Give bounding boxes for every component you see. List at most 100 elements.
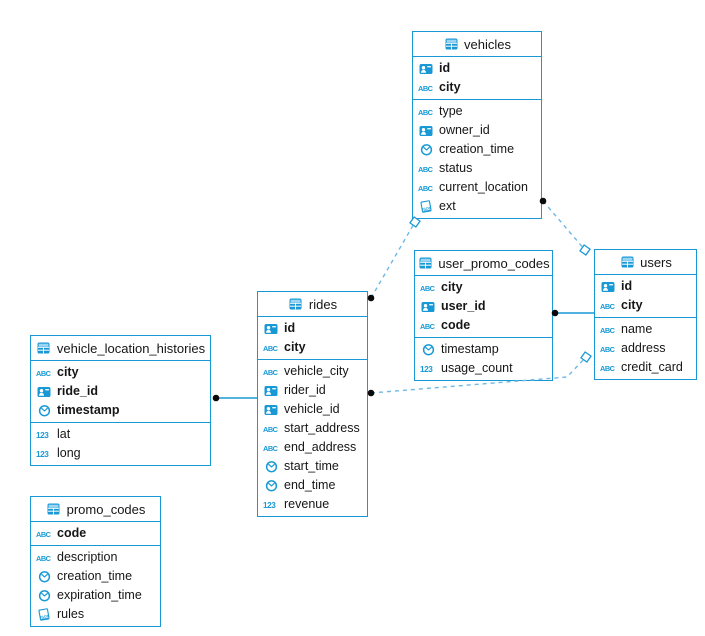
- table-grid-icon: [36, 342, 52, 354]
- field-name: rider_id: [284, 383, 326, 398]
- table-grid-icon: [288, 298, 304, 310]
- svg-text:ABC: ABC: [263, 444, 279, 453]
- svg-text:ABC: ABC: [600, 326, 616, 335]
- uuid-badge-icon: [263, 404, 279, 416]
- vehicles-field-owner_id[interactable]: owner_id: [413, 121, 541, 140]
- users-field-id[interactable]: id: [595, 277, 696, 296]
- vehicles-field-status[interactable]: ABC status: [413, 159, 541, 178]
- rides-field-id[interactable]: id: [258, 319, 367, 338]
- table-header-vehicles[interactable]: vehicles: [413, 32, 541, 57]
- table-header-user_promo_codes[interactable]: user_promo_codes: [415, 251, 552, 276]
- rides-field-end_address[interactable]: ABC end_address: [258, 438, 367, 457]
- table-title: user_promo_codes: [438, 255, 550, 271]
- promo_codes-field-expiration_time[interactable]: expiration_time: [31, 586, 160, 605]
- text-abc-icon: ABC: [600, 343, 616, 354]
- relationship-rides-to-vehicles[interactable]: [370, 221, 416, 299]
- rides-field-start_time[interactable]: start_time: [258, 457, 367, 476]
- field-name: name: [621, 322, 653, 337]
- uuid-badge-icon: [418, 63, 434, 75]
- relationship-rides-to-users[interactable]: [370, 356, 587, 394]
- text-abc-icon: ABC: [263, 366, 279, 377]
- user_promo_codes-field-user_id[interactable]: user_id: [415, 297, 552, 316]
- number-123-icon: 123: [263, 499, 279, 510]
- clock-icon: [418, 143, 434, 156]
- text-abc-icon: ABC: [418, 163, 434, 174]
- uuid-badge-icon: [36, 386, 52, 398]
- table-header-rides[interactable]: rides: [258, 292, 367, 317]
- field-name: city: [57, 365, 79, 380]
- field-name: revenue: [284, 497, 330, 512]
- field-name: timestamp: [441, 342, 499, 357]
- field-name: start_time: [284, 459, 339, 474]
- table-header-vehicle_location_histories[interactable]: vehicle_location_histories: [31, 336, 210, 361]
- table-grid-icon: [417, 257, 433, 269]
- rides-field-rider_id[interactable]: rider_id: [258, 381, 367, 400]
- rides-field-vehicle_id[interactable]: vehicle_id: [258, 400, 367, 419]
- text-abc-icon: ABC: [36, 367, 52, 378]
- uuid-badge-icon: [418, 125, 434, 137]
- rides-field-revenue[interactable]: 123 revenue: [258, 495, 367, 514]
- vehicle_location_histories-field-city[interactable]: ABC city: [31, 363, 210, 382]
- svg-text:ABC: ABC: [263, 368, 279, 377]
- table-header-promo_codes[interactable]: promo_codes: [31, 497, 160, 522]
- vehicle_location_histories-field-ride_id[interactable]: ride_id: [31, 382, 210, 401]
- text-abc-icon: ABC: [418, 106, 434, 117]
- table-grid-icon: [443, 38, 459, 50]
- text-abc-icon: ABC: [263, 442, 279, 453]
- number-123-icon: 123: [36, 448, 52, 459]
- text-abc-icon: ABC: [36, 528, 52, 539]
- clock-icon: [420, 343, 436, 356]
- number-123-icon: 123: [420, 363, 436, 374]
- vehicle_location_histories-field-timestamp[interactable]: timestamp: [31, 401, 210, 420]
- vehicles-field-id[interactable]: id: [413, 59, 541, 78]
- svg-text:ABC: ABC: [418, 184, 434, 193]
- svg-text:ABC: ABC: [420, 284, 436, 293]
- rides-field-end_time[interactable]: end_time: [258, 476, 367, 495]
- relationship-vehicles-to-users[interactable]: [542, 200, 586, 251]
- svg-text:123: 123: [36, 431, 49, 440]
- svg-text:ABC: ABC: [418, 165, 434, 174]
- users-field-name[interactable]: ABC name: [595, 320, 696, 339]
- field-name: id: [439, 61, 451, 76]
- svg-text:123: 123: [36, 450, 49, 459]
- user_promo_codes-field-timestamp[interactable]: timestamp: [415, 340, 552, 359]
- field-name: expiration_time: [57, 588, 142, 603]
- svg-text:ABC: ABC: [263, 344, 279, 353]
- promo_codes-field-creation_time[interactable]: creation_time: [31, 567, 160, 586]
- vehicles-field-creation_time[interactable]: creation_time: [413, 140, 541, 159]
- text-abc-icon: ABC: [418, 182, 434, 193]
- field-name: status: [439, 161, 473, 176]
- table-header-users[interactable]: users: [595, 250, 696, 275]
- uuid-badge-icon: [263, 323, 279, 335]
- clock-icon: [263, 460, 279, 473]
- field-name: ext: [439, 199, 456, 214]
- field-name: code: [441, 318, 471, 333]
- field-name: end_address: [284, 440, 357, 455]
